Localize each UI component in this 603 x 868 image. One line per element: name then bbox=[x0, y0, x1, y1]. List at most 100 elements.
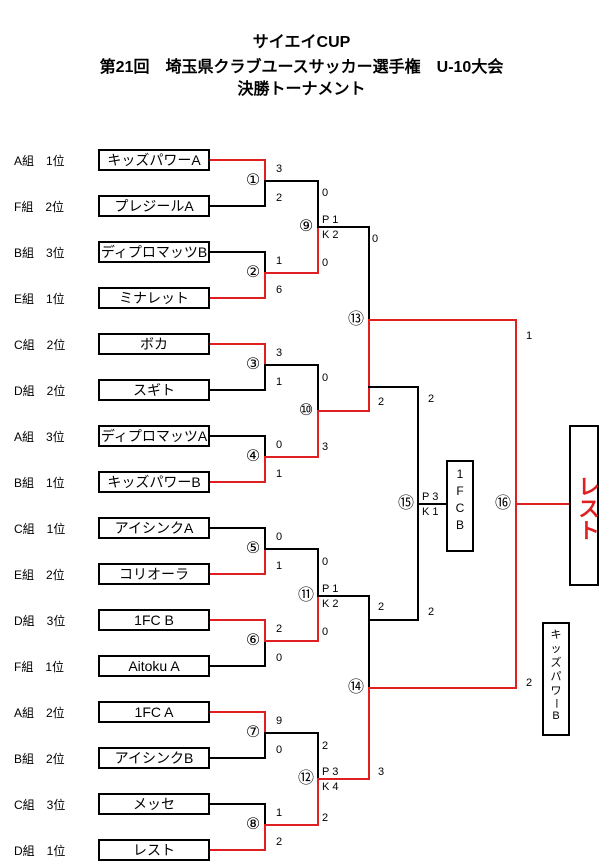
third-place-box: 1 F C B bbox=[446, 460, 474, 552]
pk-label: K 4 bbox=[322, 781, 339, 793]
group-label: F組 1位 bbox=[14, 660, 65, 674]
match-number: ⑭ bbox=[345, 679, 367, 697]
score: 2 bbox=[322, 812, 329, 824]
r2-m11-top bbox=[264, 548, 319, 597]
score: 2 bbox=[428, 606, 435, 618]
score: 0 bbox=[322, 372, 329, 384]
runner-up-char: パ bbox=[550, 671, 562, 683]
r3-m13-top bbox=[317, 226, 370, 321]
match-number: ⑯ bbox=[492, 495, 514, 513]
match-number: ⑧ bbox=[242, 816, 264, 834]
score: 1 bbox=[526, 330, 533, 342]
team-box: Aitoku A bbox=[98, 655, 210, 677]
r1-m1-bot bbox=[210, 180, 266, 207]
title-cup: サイエイCUP bbox=[252, 34, 351, 51]
runner-up-box: キ ッ ズ パ ワ ー B bbox=[542, 622, 570, 736]
team-box: 1FC B bbox=[98, 609, 210, 631]
team-box: アイシンクA bbox=[98, 517, 210, 539]
match-number: ⑨ bbox=[295, 218, 317, 236]
group-label: D組 2位 bbox=[14, 384, 66, 398]
third-place-char: 1 bbox=[456, 467, 464, 481]
final-top bbox=[368, 319, 517, 505]
score: 9 bbox=[276, 715, 283, 727]
team-box: ディプロマッツA bbox=[98, 425, 210, 447]
r2-m12-bot bbox=[264, 778, 319, 826]
third-place-char: F bbox=[456, 484, 464, 498]
score: 1 bbox=[276, 376, 283, 388]
score: 2 bbox=[276, 623, 283, 635]
runner-up-char: ワ bbox=[550, 685, 562, 697]
r2-m10-top bbox=[264, 364, 319, 412]
score: 0 bbox=[276, 439, 283, 451]
third-place-char: C bbox=[455, 501, 465, 515]
score: 0 bbox=[322, 626, 329, 638]
pk-label: K 1 bbox=[422, 506, 439, 518]
match-number: ⑮ bbox=[395, 495, 417, 513]
r2-m10-bot bbox=[264, 410, 319, 458]
score: 0 bbox=[322, 187, 329, 199]
r2-m11-bot bbox=[264, 595, 319, 642]
score: 0 bbox=[372, 233, 379, 245]
title-final: 決勝トーナメント bbox=[237, 81, 366, 98]
r1-m3-top bbox=[210, 343, 266, 366]
match-number: ⑥ bbox=[242, 632, 264, 650]
champion-box: レスト bbox=[569, 425, 600, 586]
group-label: F組 2位 bbox=[14, 200, 65, 214]
group-label: D組 3位 bbox=[14, 614, 66, 628]
score: 2 bbox=[276, 192, 283, 204]
team-box: レスト bbox=[98, 839, 210, 861]
score: 2 bbox=[526, 677, 533, 689]
runner-up-char: ズ bbox=[550, 657, 562, 669]
r1-m7-top bbox=[210, 711, 266, 734]
score: 2 bbox=[428, 393, 435, 405]
runner-up-char: ー bbox=[550, 698, 562, 709]
score: 3 bbox=[276, 347, 283, 359]
team-box: 1FC A bbox=[98, 701, 210, 723]
final-bot bbox=[368, 503, 517, 689]
r2-m9-top bbox=[264, 180, 319, 228]
team-box: アイシンクB bbox=[98, 747, 210, 769]
r3-m14-bot bbox=[317, 687, 370, 780]
r1-m6-bot bbox=[210, 640, 266, 667]
group-label: E組 2位 bbox=[14, 568, 65, 582]
r1-m4-bot bbox=[210, 456, 266, 483]
score: 2 bbox=[322, 740, 329, 752]
match-number: ⑫ bbox=[295, 770, 317, 788]
score: 1 bbox=[276, 560, 283, 572]
match-number: ⑤ bbox=[242, 540, 264, 558]
champion-name: レスト bbox=[575, 475, 600, 541]
score: 3 bbox=[322, 441, 329, 453]
r4-m15-top bbox=[368, 386, 419, 505]
title-tournament: 第21回 埼玉県クラブユースサッカー選手権 U-10大会 bbox=[99, 59, 504, 76]
match-number: ⑩ bbox=[295, 402, 317, 420]
r3-m13-bot bbox=[317, 319, 370, 412]
third-place-char: B bbox=[455, 518, 464, 532]
runner-up-char: ッ bbox=[550, 643, 562, 655]
score: 1 bbox=[276, 255, 283, 267]
team-box: スギト bbox=[98, 379, 210, 401]
r2-m9-bot bbox=[264, 226, 319, 274]
team-box: ディプロマッツB bbox=[98, 241, 210, 263]
r4-m15-bot bbox=[368, 503, 419, 621]
r1-m2-bot bbox=[210, 272, 266, 299]
group-label: A組 3位 bbox=[14, 430, 65, 444]
group-label: A組 2位 bbox=[14, 706, 65, 720]
group-label: A組 1位 bbox=[14, 154, 65, 168]
r3-m14-top bbox=[317, 595, 370, 689]
score: 1 bbox=[276, 468, 283, 480]
group-label: B組 2位 bbox=[14, 752, 65, 766]
score: 2 bbox=[276, 836, 283, 848]
team-box: コリオーラ bbox=[98, 563, 210, 585]
group-label: E組 1位 bbox=[14, 292, 65, 306]
score: 6 bbox=[276, 284, 283, 296]
group-label: C組 3位 bbox=[14, 798, 66, 812]
group-label: D組 1位 bbox=[14, 844, 66, 858]
r1-m5-bot bbox=[210, 548, 266, 575]
score: 3 bbox=[276, 163, 283, 175]
team-box: メッセ bbox=[98, 793, 210, 815]
score: 0 bbox=[276, 744, 283, 756]
score: 2 bbox=[378, 601, 385, 613]
runner-up-char: B bbox=[552, 710, 560, 722]
runner-up-char: キ bbox=[550, 629, 562, 641]
